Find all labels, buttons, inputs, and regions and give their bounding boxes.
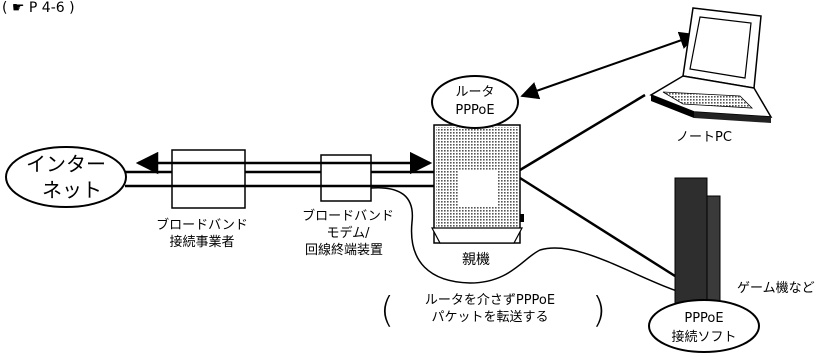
passthrough-curve: [370, 187, 695, 300]
passthrough-note-line2: パケットを転送する: [431, 310, 548, 325]
pppoe-client-line1: PPPoE: [684, 311, 723, 326]
pppoe-client-bubble: [648, 299, 760, 353]
router-stand: [431, 227, 523, 244]
game-console-tower-back: [705, 195, 721, 315]
parent-unit-label: 親機: [462, 252, 490, 268]
page-reference-note: ( ☛ P 4-6 ): [2, 0, 75, 16]
notebook-pc-label: ノートPC: [676, 130, 732, 145]
router-front-panel: [458, 171, 498, 207]
internet-label-line1: インター: [26, 152, 106, 176]
broadband-provider-box: [171, 149, 246, 209]
router-bubble-line1: ルータ: [455, 85, 494, 100]
broadband-modem-label-line2: モデム/: [326, 225, 370, 241]
internet-label-line2: ネット: [42, 178, 102, 202]
router-pppoe-bubble: [431, 75, 519, 129]
broadband-modem-label-line1: ブロードバンド: [302, 208, 394, 224]
game-console-label: ゲーム機など: [737, 281, 815, 296]
link-router-notebook: [519, 93, 646, 172]
router-side-port: [520, 214, 524, 222]
internet-cloud: [5, 146, 127, 208]
passthrough-note-open-paren: (: [380, 290, 394, 331]
broadband-modem-label-line3: 回線終端装置: [305, 242, 383, 258]
link-router-game-console: [519, 176, 676, 278]
router-bubble-line2: PPPoE: [455, 103, 494, 118]
broadband-provider-label-line2: 接続事業者: [169, 234, 234, 250]
passthrough-note-line1: ルータを介さずPPPoE: [425, 293, 555, 308]
broadband-provider-label-line1: ブロードバンド: [156, 217, 248, 233]
passthrough-note-close-paren: ): [592, 290, 606, 331]
router-notebook-arrow: [520, 31, 698, 100]
notebook-pc-icon: [649, 7, 773, 123]
pppoe-client-line2: 接続ソフト: [671, 329, 736, 345]
game-console-tower-front: [674, 177, 708, 315]
